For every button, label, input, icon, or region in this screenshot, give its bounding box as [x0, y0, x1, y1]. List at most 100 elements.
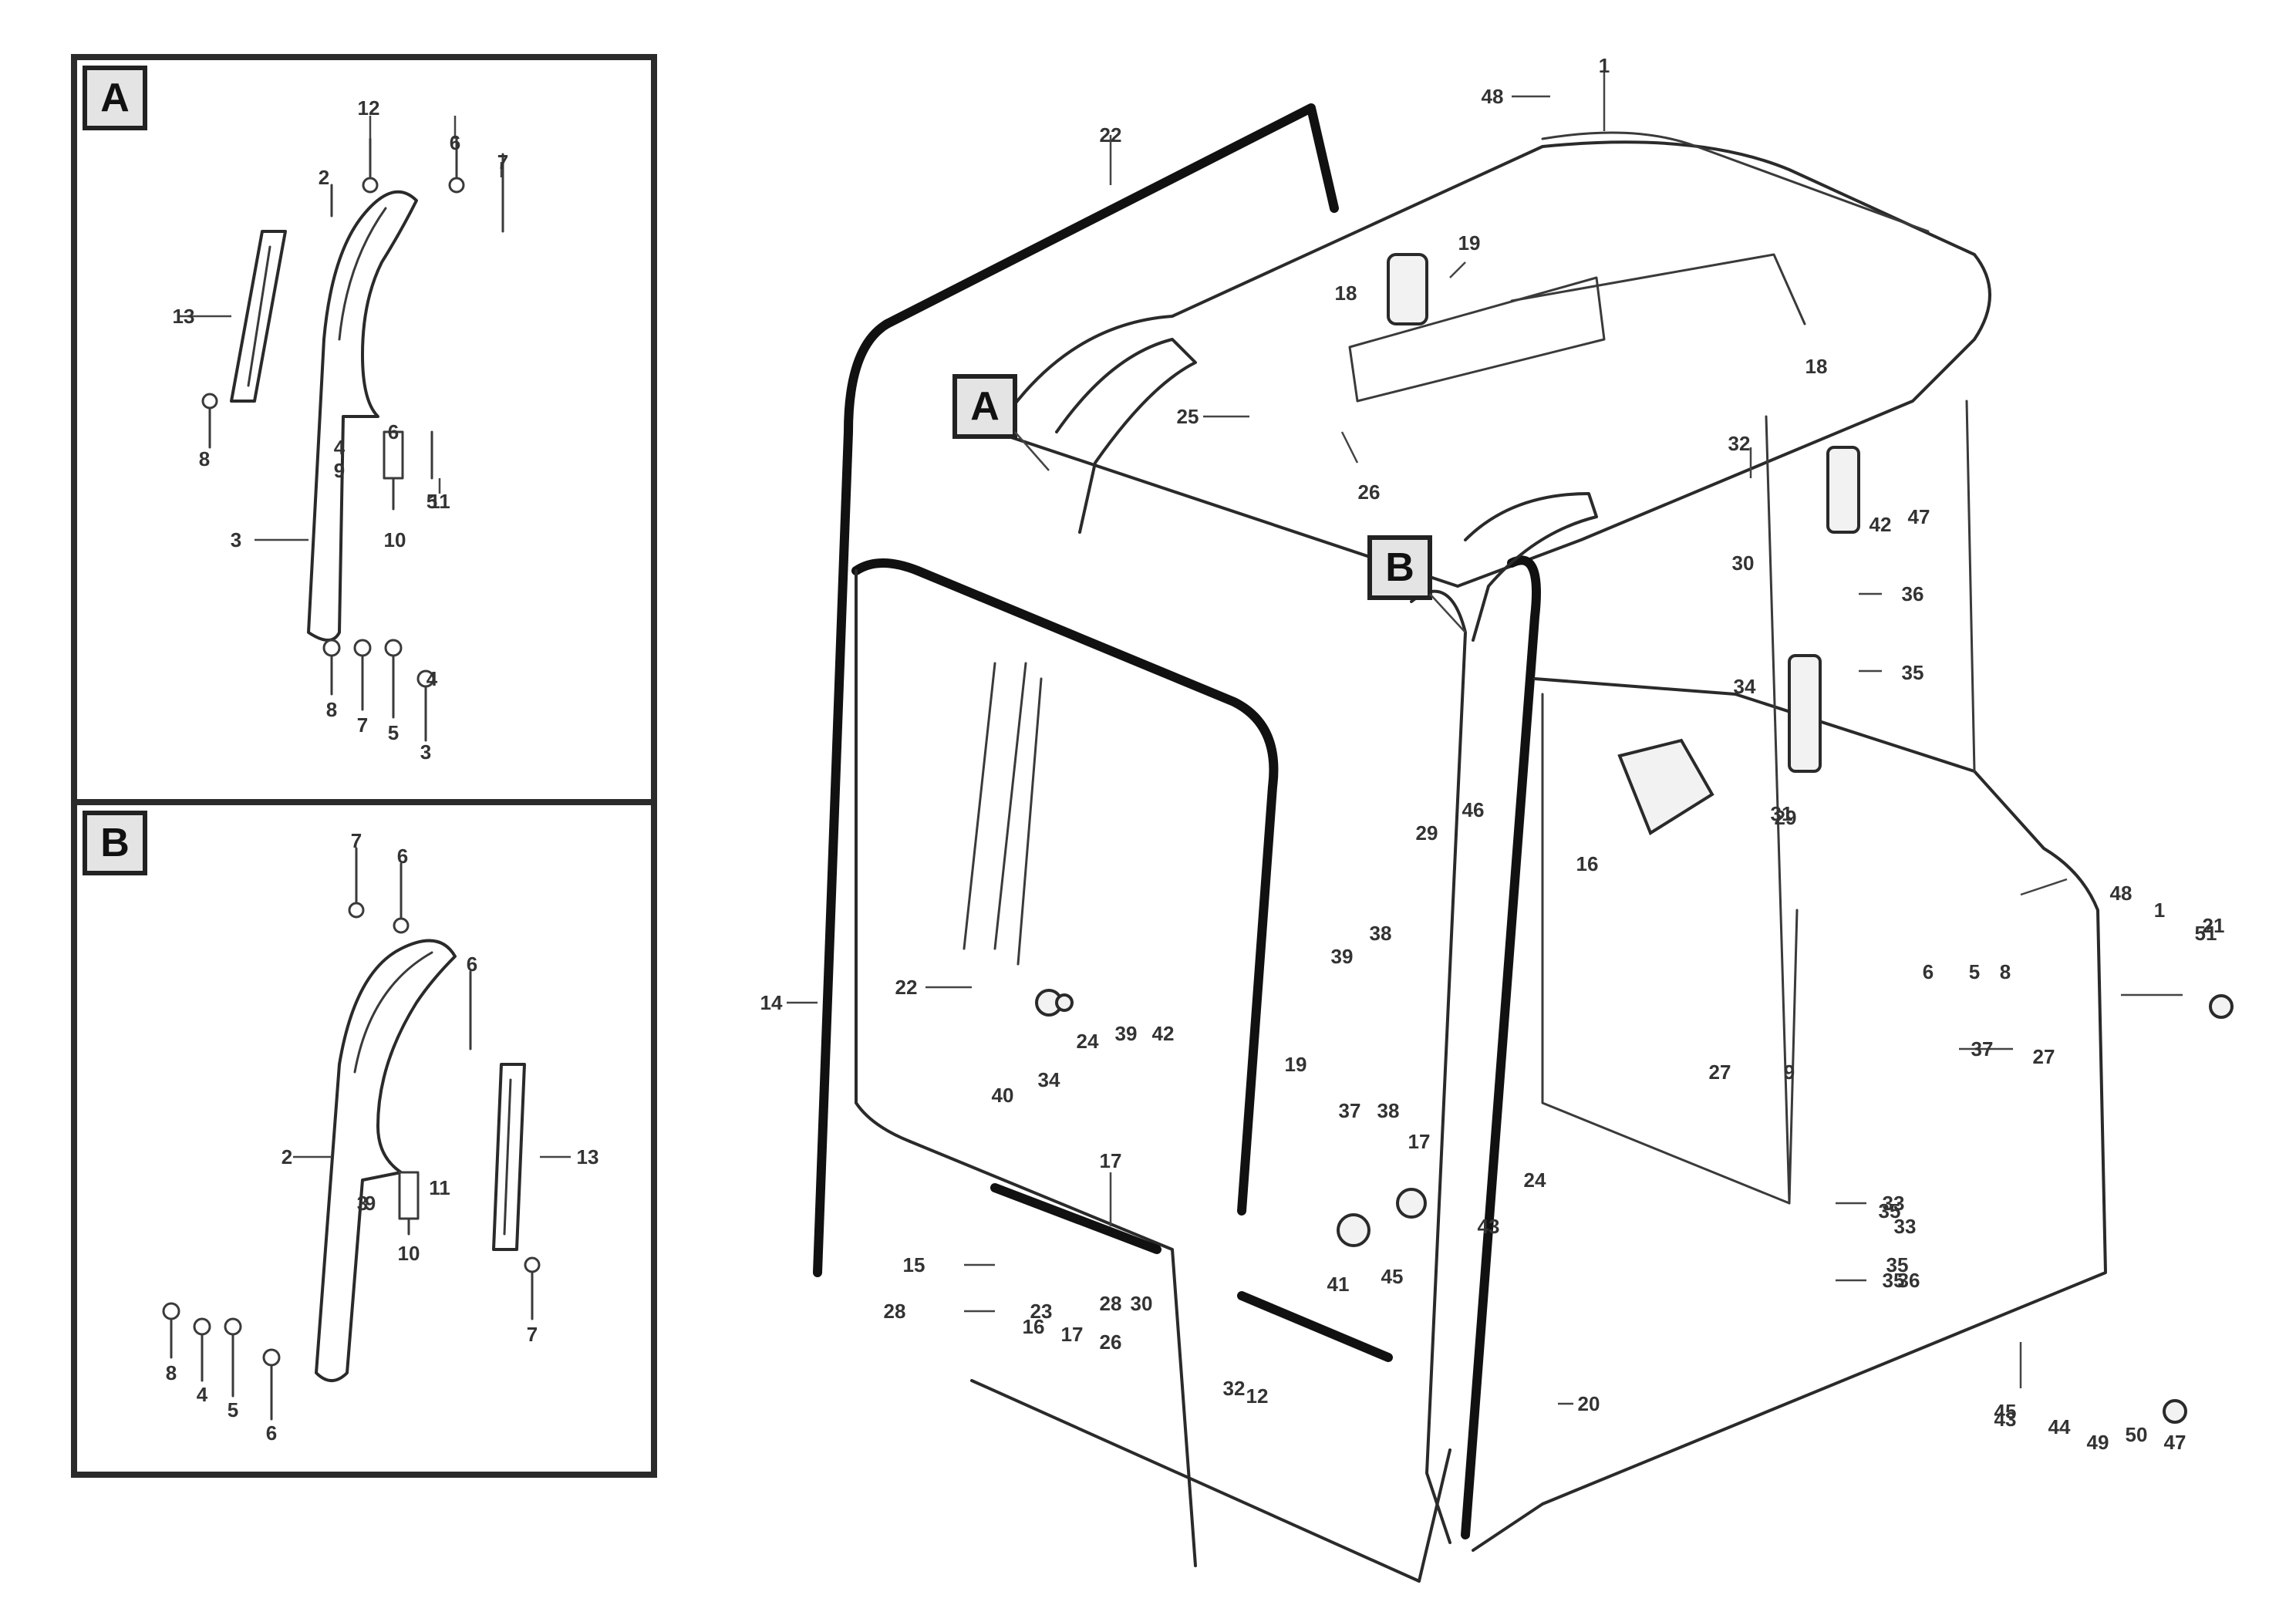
callout-a-4b: 4 [426, 667, 438, 690]
main-leaders [787, 69, 2183, 1405]
callout-36b: 36 [1898, 1269, 1920, 1292]
callout-a-8: 8 [199, 447, 210, 470]
callout-20: 20 [1578, 1392, 1600, 1415]
callout-a-11: 11 [429, 490, 450, 513]
callout-a-9: 9 [334, 459, 345, 482]
main-tag-a-group: A [952, 374, 1050, 471]
callout-49: 49 [2087, 1431, 2109, 1454]
callout-35b: 35 [1883, 1269, 1905, 1292]
callout-35c: 35 [1879, 1199, 1901, 1222]
detail-tag-b: B [100, 821, 130, 865]
callout-b-7b: 7 [527, 1323, 538, 1346]
callout-26b: 26 [1100, 1330, 1122, 1354]
callout-35d: 35 [1886, 1253, 1909, 1276]
callout-a-8b: 8 [326, 698, 337, 721]
callout-1: 1 [1599, 54, 1610, 77]
callout-a-12: 12 [358, 96, 380, 120]
callout-43b: 43 [1994, 1408, 2017, 1431]
callout-33: 33 [1883, 1192, 1905, 1215]
callout-45: 45 [1381, 1265, 1404, 1288]
callout-b-13: 13 [577, 1145, 599, 1168]
callout-29: 29 [1775, 806, 1797, 829]
callout-44: 44 [2048, 1415, 2071, 1438]
main-tag-a: A [970, 384, 1000, 429]
callout-17: 17 [1100, 1149, 1122, 1172]
callout-34b: 34 [1038, 1068, 1060, 1091]
callout-42b: 42 [1152, 1022, 1175, 1045]
callout-28: 28 [884, 1300, 906, 1323]
cab-assembly [813, 103, 2234, 1583]
callout-32: 32 [1728, 432, 1751, 455]
callout-37b: 37 [1339, 1099, 1361, 1122]
callout-47b: 47 [2164, 1431, 2186, 1454]
callout-1b: 1 [2154, 899, 2165, 922]
main-tag-b: B [1385, 545, 1414, 590]
callout-32b: 32 [1223, 1377, 1246, 1400]
callout-17b: 17 [1408, 1130, 1431, 1153]
callout-51: 51 [2195, 922, 2217, 945]
callout-27: 27 [1709, 1061, 1731, 1084]
callout-a-13: 13 [173, 305, 195, 328]
callout-6: 6 [1923, 960, 1934, 983]
callout-b-11: 11 [429, 1176, 450, 1199]
callout-b-3: 3 [357, 1192, 368, 1215]
callout-12: 12 [1246, 1384, 1269, 1408]
callout-21: 21 [2203, 914, 2225, 937]
callout-5: 5 [1969, 960, 1980, 983]
callout-42: 42 [1870, 513, 1892, 536]
callout-a-2: 2 [319, 166, 329, 189]
callout-16: 16 [1576, 852, 1599, 875]
callout-b-2: 2 [282, 1145, 292, 1168]
callout-39: 39 [1115, 1022, 1138, 1045]
callout-37: 37 [1971, 1037, 1994, 1061]
callout-16b: 16 [1023, 1315, 1045, 1338]
callout-9: 9 [1784, 1061, 1795, 1084]
callout-a-3b: 3 [420, 740, 431, 764]
callout-30: 30 [1732, 551, 1755, 575]
callout-b-8: 8 [166, 1361, 177, 1384]
callout-34: 34 [1734, 675, 1756, 698]
callout-31: 31 [1771, 802, 1793, 825]
main-tag-b-group: B [1367, 535, 1466, 633]
callout-a-10: 10 [384, 528, 406, 551]
callout-25: 25 [1177, 405, 1199, 428]
callout-27b: 27 [2033, 1045, 2055, 1068]
callout-46: 46 [1462, 798, 1485, 821]
callout-48: 48 [1482, 85, 1504, 108]
callout-b-7: 7 [351, 829, 362, 852]
callout-b-6: 6 [397, 845, 408, 868]
callout-22: 22 [1100, 123, 1122, 147]
callout-19: 19 [1458, 231, 1481, 255]
callout-a-6b: 6 [388, 420, 399, 443]
callout-a-6: 6 [450, 131, 460, 154]
callout-35: 35 [1902, 661, 1924, 684]
main-callouts: 22 48 1 19 18 25 26 18 32 30 36 35 42 47… [760, 54, 2225, 1454]
callout-28b: 28 [1100, 1292, 1122, 1315]
callout-18b: 18 [1805, 355, 1828, 378]
callout-50: 50 [2126, 1423, 2148, 1446]
callout-15: 15 [903, 1253, 925, 1276]
callout-29b: 29 [1416, 821, 1438, 845]
callout-18: 18 [1335, 282, 1357, 305]
callout-8: 8 [2000, 960, 2011, 983]
callout-a-5b: 5 [388, 721, 399, 744]
callout-14: 14 [760, 991, 783, 1014]
detail-tag-a: A [100, 76, 130, 120]
callout-b-10: 10 [398, 1242, 420, 1265]
callout-b-5: 5 [228, 1398, 238, 1421]
callout-a-3: 3 [231, 528, 241, 551]
detail-panel-b: B 7 6 6 2 11 7 13 10 9 8 4 [71, 799, 657, 1478]
callout-24: 24 [1077, 1030, 1099, 1053]
callout-39b: 39 [1331, 945, 1354, 968]
callout-a-5: 5 [426, 490, 437, 513]
callout-19b: 19 [1285, 1053, 1307, 1076]
callout-a-7b: 7 [357, 713, 368, 737]
callout-38: 38 [1370, 922, 1392, 945]
callout-38b: 38 [1377, 1099, 1400, 1122]
callout-26: 26 [1358, 481, 1381, 504]
callout-48b: 48 [2110, 882, 2132, 905]
callout-b-6b: 6 [467, 953, 477, 976]
callout-a-4: 4 [334, 436, 346, 459]
callout-b-4: 4 [197, 1383, 208, 1406]
